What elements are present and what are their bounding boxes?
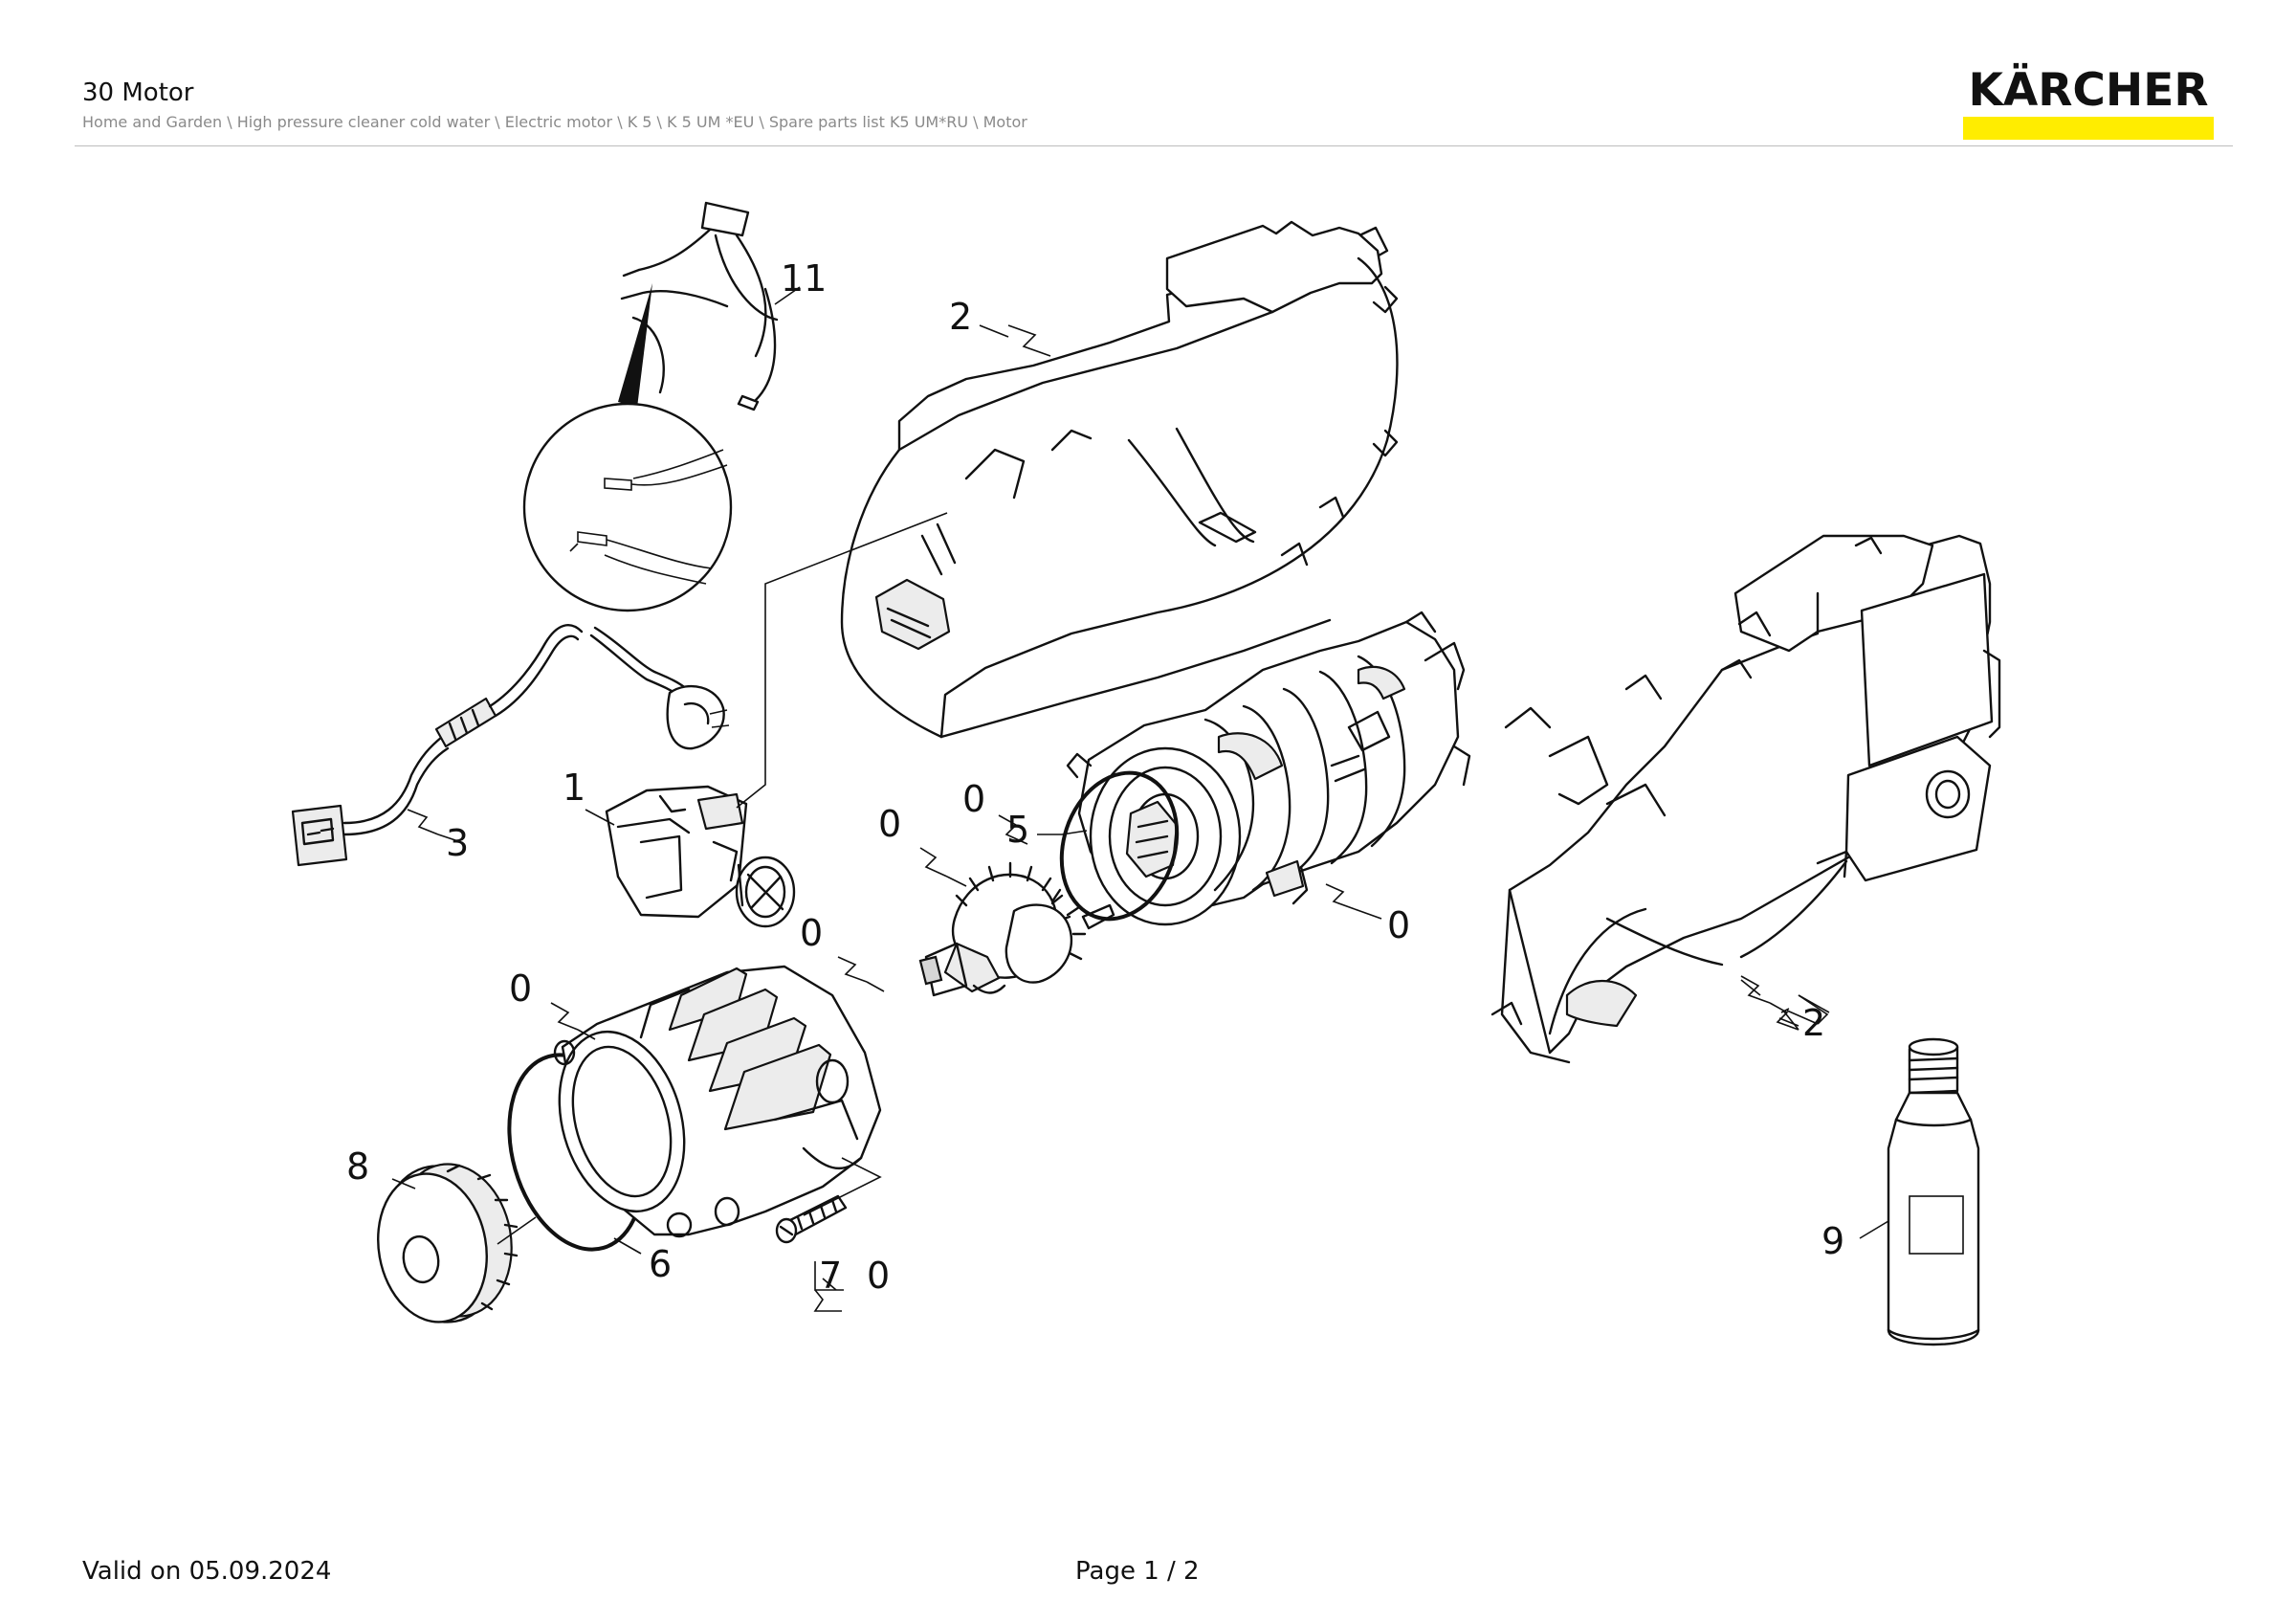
- part-fan-impeller: [377, 1163, 519, 1323]
- part-o-ring-small: [1059, 770, 1180, 922]
- page-number: Page 1 / 2: [1075, 1557, 1200, 1586]
- callout-2-top: 2: [949, 296, 972, 338]
- callout-0-b: 0: [878, 803, 901, 845]
- valid-date: Valid on 05.09.2024: [82, 1557, 332, 1586]
- callout-9: 9: [1821, 1220, 1844, 1262]
- callout-0-f: 0: [867, 1255, 890, 1297]
- part-housing-shell-top: [840, 220, 1399, 739]
- part-screw: [775, 1194, 848, 1244]
- callout-8: 8: [346, 1145, 369, 1188]
- part-motor-end-housing: [553, 965, 882, 1238]
- callout-2-right: 2: [1802, 1002, 1825, 1044]
- part-housing-shell-right: [1490, 534, 2001, 1064]
- logo-wordmark: KÄRCHER: [1968, 64, 2209, 117]
- callout-0-e: 0: [509, 967, 532, 1010]
- part-rotor-armature: [918, 861, 1115, 997]
- callout-3: 3: [446, 822, 469, 864]
- part-power-cable: [291, 624, 730, 867]
- page-title: 30 Motor: [82, 78, 194, 107]
- karcher-logo: KÄRCHER: [1963, 63, 2214, 140]
- part-oil-bottle: [1887, 1037, 1980, 1346]
- part-switch-unit: [605, 785, 796, 928]
- callout-0-c: 0: [1387, 904, 1410, 946]
- callout-leaders: [391, 286, 1889, 1312]
- callout-7: 7: [819, 1255, 842, 1297]
- header-divider: [75, 145, 2233, 146]
- callout-0-a: 0: [962, 778, 985, 820]
- callout-5: 5: [1006, 809, 1029, 851]
- part-motor-stator: [1066, 611, 1471, 926]
- callout-6: 6: [649, 1243, 672, 1285]
- logo-yellow-bar: [1963, 117, 2214, 140]
- callout-0-d: 0: [800, 912, 823, 954]
- callout-1: 1: [563, 767, 585, 809]
- part-wiring-harness: [522, 201, 779, 612]
- callout-11: 11: [781, 257, 827, 300]
- breadcrumb: Home and Garden \ High pressure cleaner …: [82, 113, 1027, 131]
